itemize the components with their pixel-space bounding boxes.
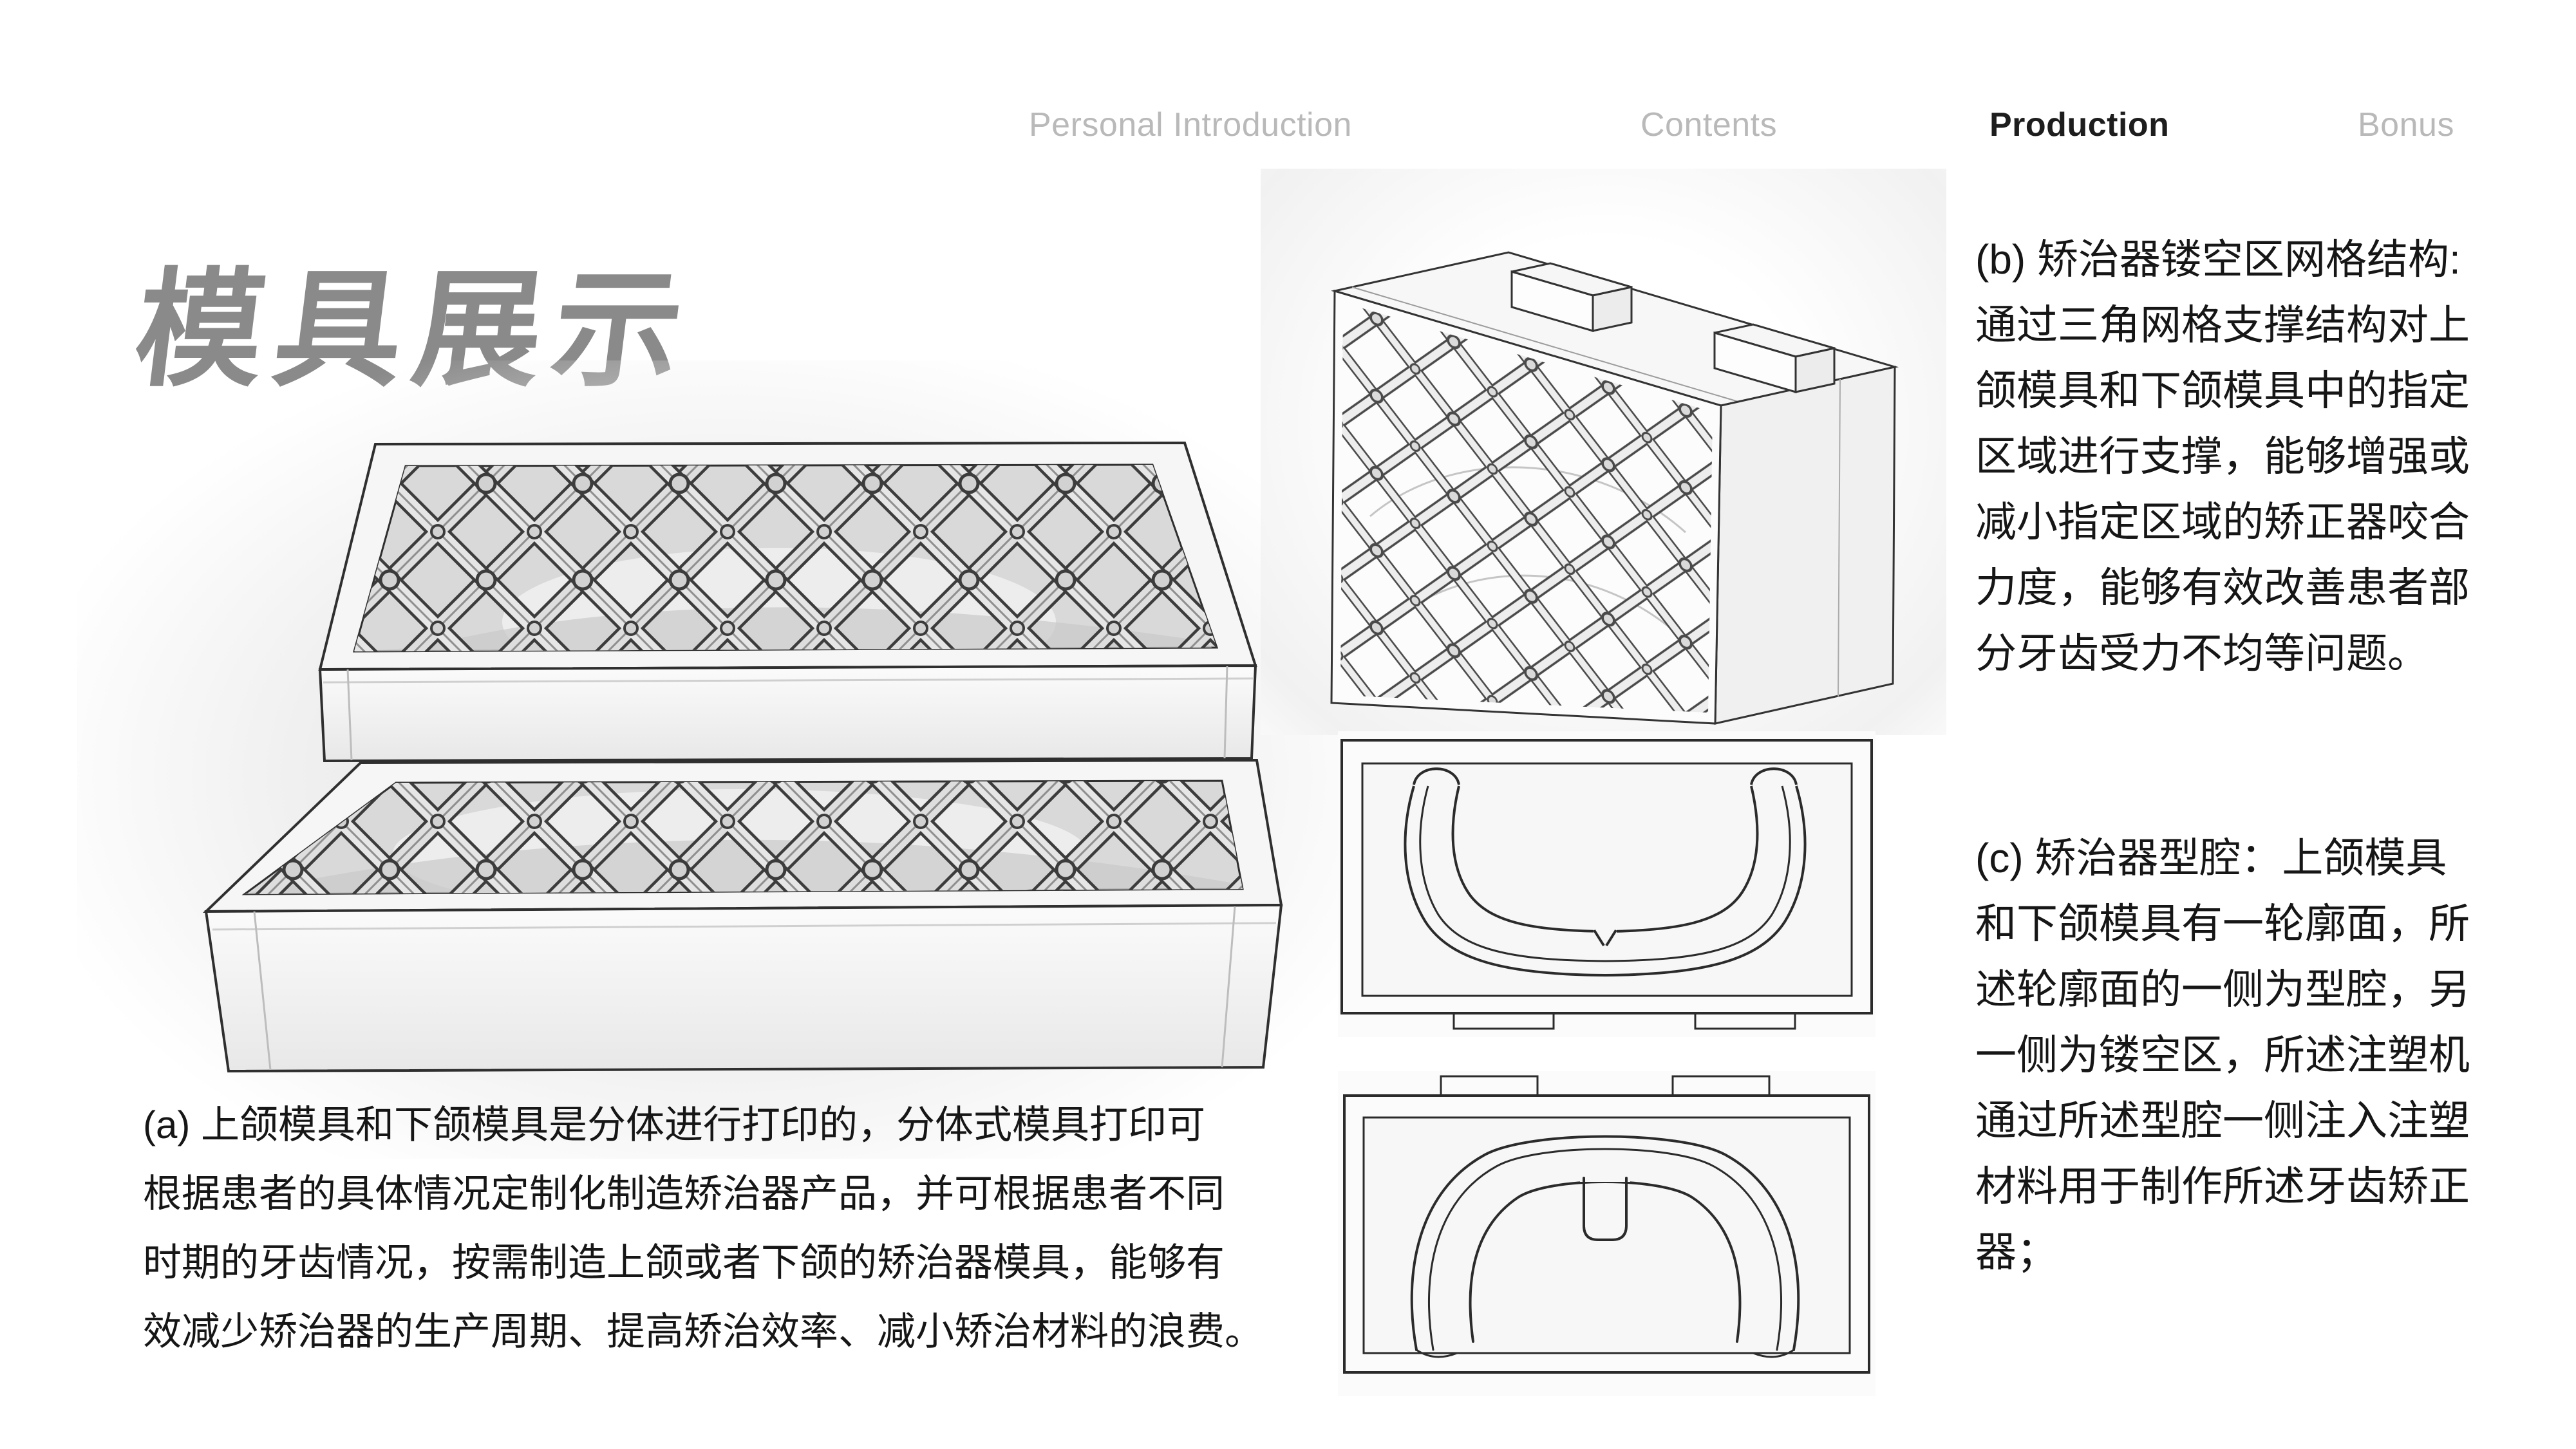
paragraph-b-line: 力度，能够有效改善患者部 [1975,565,2470,611]
nav-item-contents[interactable]: Contents [1641,106,1778,144]
paragraph-a-line: 根据患者的具体情况定制化制造矫治器产品，并可根据患者不同 [143,1172,1225,1215]
paragraph-b: (b) 矫治器镂空区网格结构: 通过三角网格支撑结构对上 颌模具和下颌模具中的指… [1975,227,2470,686]
paragraph-a: (a) 上颌模具和下颌模具是分体进行打印的，分体式模具打印可 根据患者的具体情况… [143,1090,1263,1366]
box-top-boss-1 [1510,262,1633,333]
nav-item-bonus[interactable]: Bonus [2358,106,2454,144]
mold-trays-svg [203,441,1283,1073]
mold-cavity-upper-svg [1340,739,1873,1030]
lattice-box [1330,251,1899,725]
mold-upper-contour [1404,767,1807,977]
paragraph-c-line: 通过所述型腔一侧注入注塑 [1975,1098,2470,1144]
lattice-box-figure [1261,169,1946,735]
paragraph-c-line: 一侧为镂空区，所述注塑机 [1975,1032,2470,1078]
mold-cavity-lower-figure [1338,1071,1876,1396]
box-top-boss-2 [1713,323,1836,394]
paragraph-c-line: 述轮廓面的一侧为型腔，另 [1975,966,2470,1013]
paragraph-a-line: (a) 上颌模具和下颌模具是分体进行打印的，分体式模具打印可 [143,1103,1205,1146]
paragraph-c: (c) 矫治器型腔：上颌模具 和下颌模具有一轮廓面，所 述轮廓面的一侧为型腔，另… [1975,825,2470,1285]
paragraph-b-line: 减小指定区域的矫正器咬合 [1975,499,2470,545]
paragraph-b-line: 通过三角网格支撑结构对上 [1975,302,2470,348]
mold-cavity-lower-svg [1343,1075,1870,1374]
tray-front [203,758,1283,1073]
paragraph-a-line: 效减少矫治器的生产周期、提高矫治效率、减小矫治材料的浪费。 [143,1310,1263,1353]
paragraph-b-line: 分牙齿受力不均等问题。 [1975,630,2429,677]
paragraph-a-line: 时期的牙齿情况，按需制造上颌或者下颌的矫治器模具，能够有 [143,1241,1225,1284]
mold-cavity-upper-figure [1338,731,1876,1037]
nav-item-production[interactable]: Production [1989,106,2170,144]
mold-trays-figure [148,435,1301,1079]
paragraph-b-line: (b) 矫治器镂空区网格结构: [1975,236,2461,283]
paragraph-c-line: 器； [1975,1229,2058,1275]
paragraph-c-line: (c) 矫治器型腔：上颌模具 [1975,835,2447,881]
paragraph-b-line: 区域进行支撑，能够增强或 [1975,433,2470,480]
paragraph-c-line: 和下颌模具有一轮廓面，所 [1975,901,2470,947]
nav-item-personal-introduction[interactable]: Personal Introduction [1029,106,1352,144]
tray-back [318,441,1257,763]
lattice-box-svg [1330,251,1899,725]
paragraph-b-line: 颌模具和下颌模具中的指定 [1975,368,2470,414]
mold-lower-contour [1410,1135,1800,1358]
paragraph-c-line: 材料用于制作所述牙齿矫正 [1975,1163,2470,1210]
